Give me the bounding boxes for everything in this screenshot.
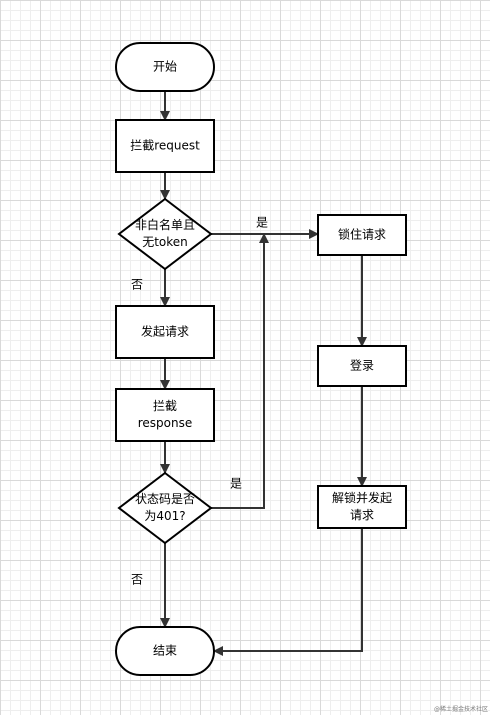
edge-label-check_401-to-end: 否 [131,573,143,587]
process-box-shape [115,388,215,442]
edges-layer [160,91,367,656]
process-box-shape [317,214,407,256]
node-end: 结束 [115,626,215,676]
node-intercept-response: 拦截 response [115,388,215,442]
terminal-shape [115,42,215,92]
node-label: response [138,416,193,430]
node-label: 结束 [153,644,177,658]
edge-label-check_whitelist-to-lock_requests: 是 [256,216,268,230]
node-lock-requests: 锁住请求 [317,214,407,256]
process-box-shape [115,305,215,359]
node-label: 拦截request [130,139,200,153]
node-label: 发起请求 [141,324,189,339]
edge-unlock_resend-to-end [213,528,363,656]
node-start: 开始 [115,42,215,92]
node-label: 为401? [144,509,185,523]
decision-diamond-shape [117,197,213,271]
node-label: 登录 [350,358,374,373]
node-intercept-request: 拦截request [115,119,215,173]
edge-label-check_whitelist-to-send_request: 否 [131,278,143,292]
edge-label-check_401-to-lock_requests: 是 [230,477,242,491]
node-label: 锁住请求 [338,227,386,242]
edge-check_401-to-lock_requests [211,233,269,509]
node-send-request: 发起请求 [115,305,215,359]
node-label: 开始 [153,60,177,74]
decision-diamond-shape [117,471,213,545]
watermark-text: @稀土掘金技术社区 [434,705,488,713]
node-login: 登录 [317,345,407,387]
process-box-shape [317,485,407,529]
node-label: 解锁并发起 [332,490,392,505]
process-box-shape [115,119,215,173]
terminal-shape [115,626,215,676]
node-label: 无token [142,235,188,249]
node-label: 请求 [350,508,374,522]
process-box-shape [317,345,407,387]
node-label: 拦截 [153,399,177,413]
node-label: 非白名单且 [135,217,195,232]
node-label: 状态码是否 [135,492,195,506]
